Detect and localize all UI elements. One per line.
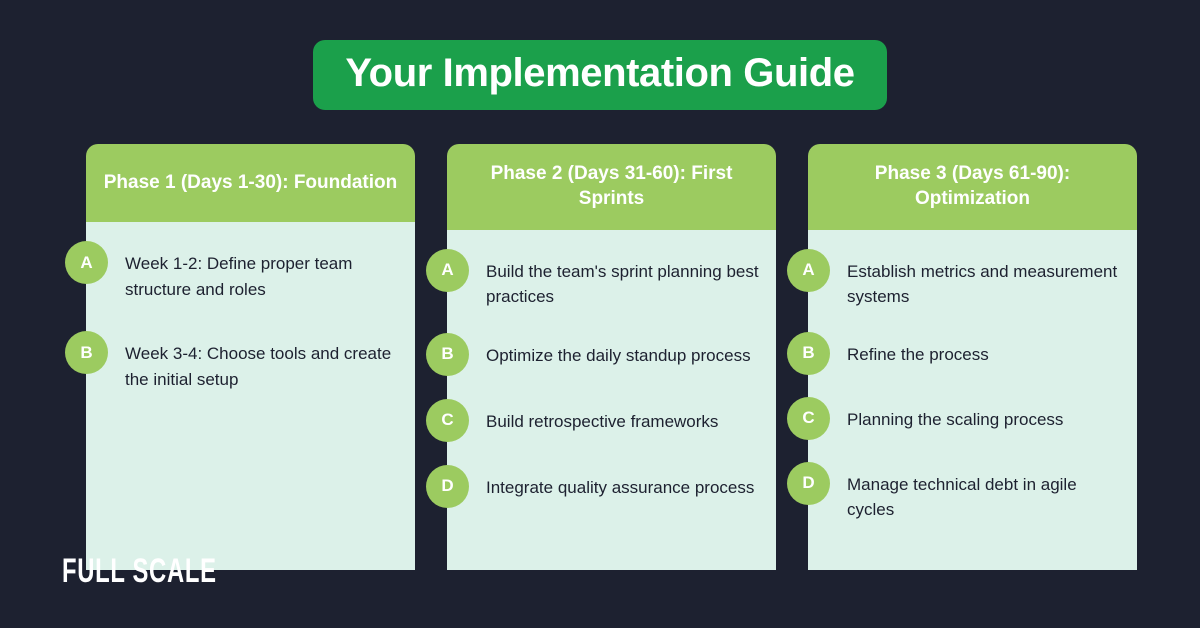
phase-column-1: Phase 1 (Days 1-30): Foundation A Week 1… [65, 144, 415, 570]
item-badge-c: C [787, 396, 830, 440]
list-item: B Week 3-4: Choose tools and create the … [65, 331, 401, 392]
item-badge-a: A [426, 248, 469, 292]
item-badge-a: A [65, 241, 108, 284]
list-item: B Optimize the daily standup process [426, 332, 762, 376]
list-item-text: Build the team's sprint planning best pr… [486, 261, 759, 307]
full-scale-logo: FULL SCALE [62, 552, 217, 590]
phase-2-body: A Build the team's sprint planning best … [426, 229, 776, 570]
item-badge-b: B [65, 331, 108, 374]
list-item-text: Build retrospective frameworks [486, 411, 719, 431]
page-title: Your Implementation Guide [313, 40, 887, 110]
list-item-text: Establish metrics and measurement system… [847, 261, 1118, 307]
list-item-text: Optimize the daily standup process [486, 345, 751, 365]
title-banner-container: Your Implementation Guide [0, 40, 1200, 110]
phase-3-header: Phase 3 (Days 61-90): Optimization [808, 144, 1137, 230]
phase-2-header: Phase 2 (Days 31-60): First Sprints [447, 144, 776, 230]
list-item: A Week 1-2: Define proper team structure… [65, 241, 401, 302]
list-item: A Establish metrics and measurement syst… [787, 248, 1123, 310]
list-item-text: Week 1-2: Define proper team structure a… [125, 254, 353, 299]
list-item-text: Integrate quality assurance process [486, 477, 755, 497]
list-item: C Build retrospective frameworks [426, 398, 762, 442]
item-badge-b: B [787, 331, 830, 375]
phase-1-body: A Week 1-2: Define proper team structure… [65, 222, 415, 570]
list-item: B Refine the process [787, 331, 1123, 375]
list-item-text: Refine the process [847, 344, 989, 364]
item-badge-b: B [426, 332, 469, 376]
item-badge-d: D [787, 461, 830, 505]
phase-column-3: Phase 3 (Days 61-90): Optimization A Est… [787, 144, 1137, 570]
list-item: A Build the team's sprint planning best … [426, 248, 762, 310]
list-item-text: Manage technical debt in agile cycles [847, 474, 1077, 520]
phase-1-header: Phase 1 (Days 1-30): Foundation [86, 144, 415, 222]
item-badge-c: C [426, 398, 469, 442]
list-item-text: Week 3-4: Choose tools and create the in… [125, 344, 392, 389]
list-item: C Planning the scaling process [787, 396, 1123, 440]
list-item: D Manage technical debt in agile cycles [787, 461, 1123, 523]
list-item-text: Planning the scaling process [847, 409, 1064, 429]
item-badge-d: D [426, 464, 469, 508]
item-badge-a: A [787, 248, 830, 292]
phase-columns: Phase 1 (Days 1-30): Foundation A Week 1… [65, 144, 1137, 570]
phase-3-body: A Establish metrics and measurement syst… [787, 229, 1137, 570]
list-item: D Integrate quality assurance process [426, 464, 762, 508]
phase-column-2: Phase 2 (Days 31-60): First Sprints A Bu… [426, 144, 776, 570]
